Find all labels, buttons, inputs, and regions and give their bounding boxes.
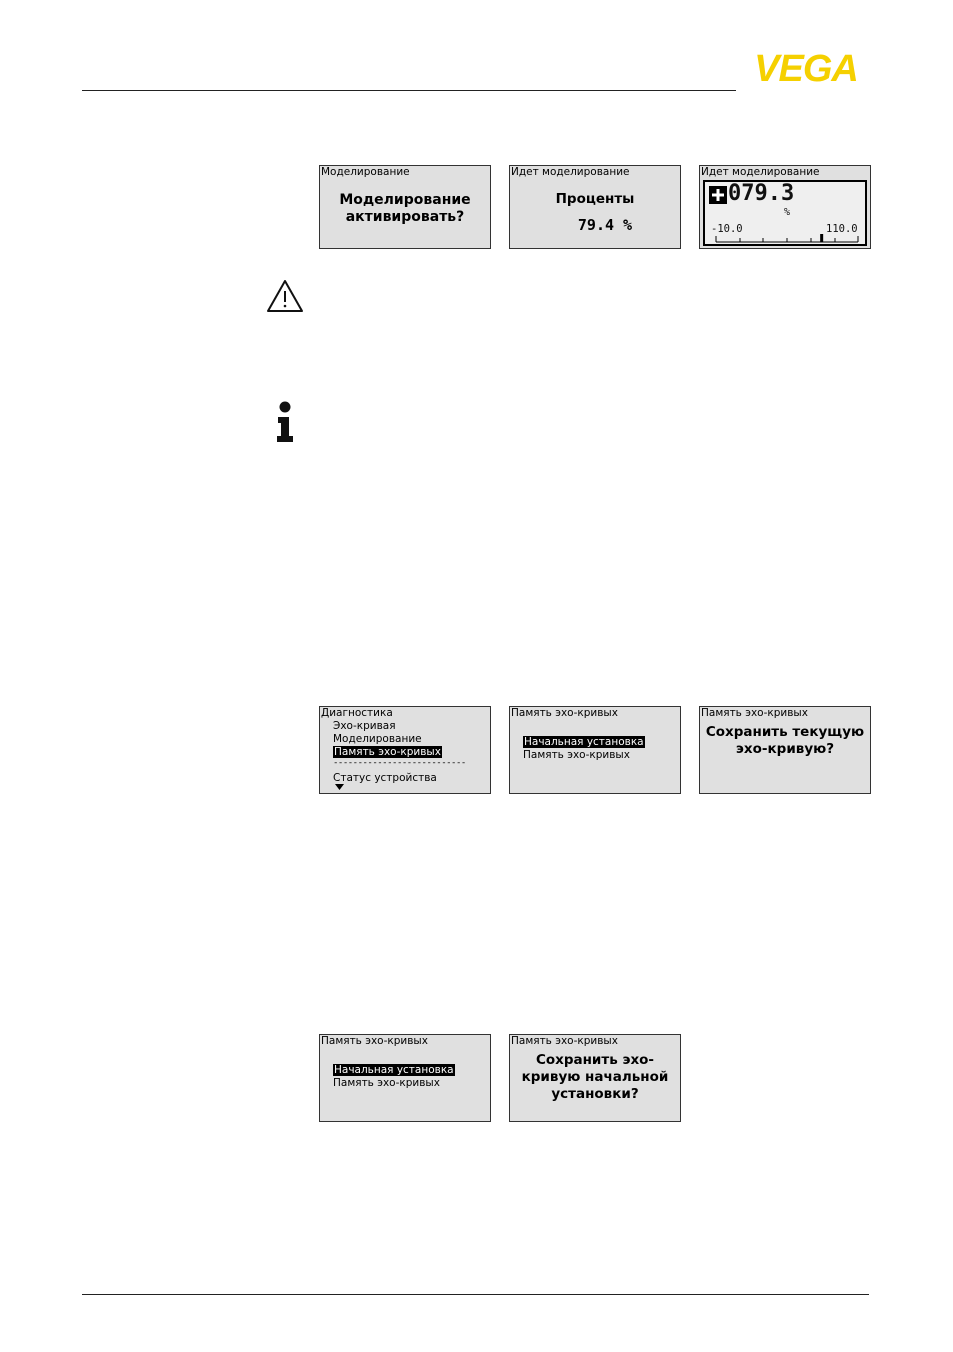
display-simulation-percent: Идет моделирование Проценты 79.4 % (509, 165, 681, 249)
display-line: Моделирование (339, 192, 471, 208)
display-simulation-activate: Моделирование Моделирование активировать… (319, 165, 491, 249)
svg-text:VEGA: VEGA (754, 48, 858, 88)
display-diagnostics-menu: Диагностика Эхо-кривая Моделирование Пам… (319, 706, 491, 794)
menu-item-echo-memory[interactable]: Память эхо-кривых (333, 746, 442, 759)
warning-triangle-icon (267, 280, 303, 312)
display-label: Проценты (555, 191, 635, 207)
display-title: Диагностика (321, 707, 393, 719)
selected-highlight: Начальная установка (333, 1064, 455, 1076)
display-value: 079.3 (728, 181, 795, 206)
display-line: эхо-кривую? (735, 741, 835, 757)
vega-logo: VEGA (754, 48, 859, 88)
unit-label: % (784, 207, 791, 218)
display-simulation-bar: Идет моделирование 079.3 % -10.0 110.0 (699, 165, 871, 249)
display-line: установки? (551, 1086, 639, 1102)
display-line: активировать? (345, 209, 465, 225)
menu-item-initial-setup[interactable]: Начальная установка (523, 736, 645, 749)
footer-rule (82, 1294, 869, 1295)
menu-item-echo-memory[interactable]: Память эхо-кривых (333, 1077, 440, 1089)
menu-item-initial-setup[interactable]: Начальная установка (333, 1064, 455, 1077)
scale-max: 110.0 (826, 223, 858, 235)
menu-item-echo-memory[interactable]: Память эхо-кривых (523, 749, 630, 761)
menu-item-device-status[interactable]: Статус устройства (333, 772, 437, 784)
display-line: Сохранить текущую (705, 724, 865, 740)
menu-item-echo-curve[interactable]: Эхо-кривая (333, 720, 396, 732)
selected-highlight: Память эхо-кривых (333, 746, 442, 758)
display-line: Сохранить эхо- (535, 1052, 655, 1068)
value-frame: 079.3 % -10.0 110.0 (703, 180, 867, 246)
display-echo-memory-menu-2: Память эхо-кривых Начальная установка Па… (319, 1034, 491, 1122)
display-title: Память эхо-кривых (511, 707, 618, 719)
menu-divider: --------------------------- (333, 758, 466, 768)
menu-item-simulation[interactable]: Моделирование (333, 733, 422, 745)
display-echo-memory-menu: Память эхо-кривых Начальная установка Па… (509, 706, 681, 794)
display-title: Память эхо-кривых (511, 1035, 618, 1047)
display-line: кривую начальной (521, 1069, 669, 1085)
bar-scale (715, 234, 859, 243)
display-save-current-curve: Память эхо-кривых Сохранить текущую эхо-… (699, 706, 871, 794)
display-title: Идет моделирование (511, 166, 630, 178)
info-icon (277, 401, 293, 442)
header-rule (82, 90, 736, 91)
display-title: Идет моделирование (701, 166, 820, 178)
display-save-initial-curve: Память эхо-кривых Сохранить эхо- кривую … (509, 1034, 681, 1122)
plus-sign-icon (709, 186, 727, 204)
selected-highlight: Начальная установка (523, 736, 645, 748)
scale-min: -10.0 (711, 223, 743, 235)
display-title: Моделирование (321, 166, 410, 178)
display-title: Память эхо-кривых (321, 1035, 428, 1047)
display-value: 79.4 % (577, 216, 633, 234)
display-title: Память эхо-кривых (701, 707, 808, 719)
scroll-down-arrow-icon (335, 784, 344, 790)
